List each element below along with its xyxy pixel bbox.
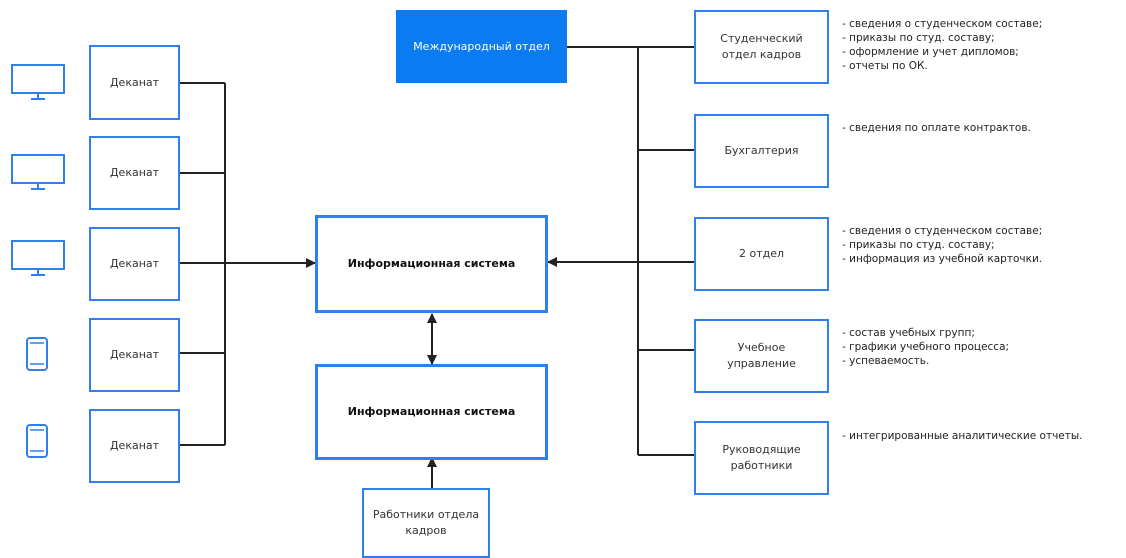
international-dept-box: Международный отдел [396,10,567,83]
note-item: - информация из учебной карточки. [842,253,1043,265]
dekanat-box: Деканат [89,318,180,392]
unit-label: 2 отдел [738,247,785,260]
note-item: - приказы по студ. составу; [842,239,995,251]
unit-box: Студенческий отдел кадров [694,10,829,84]
tablet-icon [26,337,48,371]
unit-notes: - сведения по оплате контрактов. [842,121,1031,135]
note-item: - успеваемость. [842,355,930,367]
information-system-box: Информационная система [315,364,548,460]
unit-notes: - состав учебных групп; - графики учебно… [842,326,1009,368]
unit-box: Учебное управление [694,319,829,393]
monitor-icon [11,154,65,190]
dekanat-label: Деканат [109,257,160,270]
dekanat-box: Деканат [89,45,180,120]
unit-box: Руководящие работники [694,421,829,495]
unit-notes: - интегрированные аналитические отчеты. [842,429,1083,443]
intl-dept-label: Международный отдел [413,39,550,53]
note-item: - отчеты по ОК. [842,60,928,72]
monitor-icon [11,64,65,100]
dekanat-label: Деканат [109,348,160,361]
note-item: - состав учебных групп; [842,327,975,339]
unit-label: Руководящие работники [722,443,801,472]
monitor-icon [11,240,65,276]
unit-box: 2 отдел [694,217,829,291]
note-item: - оформление и учет дипломов; [842,46,1019,58]
dekanat-label: Деканат [109,439,160,452]
note-item: - сведения о студенческом составе; [842,18,1043,30]
note-item: - приказы по студ. составу; [842,32,995,44]
note-item: - интегрированные аналитические отчеты. [842,430,1083,442]
information-system-box: Информационная система [315,215,548,313]
unit-notes: - сведения о студенческом составе; - при… [842,224,1042,266]
unit-notes: - сведения о студенческом составе; - при… [842,17,1042,73]
dekanat-label: Деканат [109,166,160,179]
note-item: - графики учебного процесса; [842,341,1010,353]
is-label: Информационная система [347,257,516,270]
is-label: Информационная система [347,405,516,418]
dekanat-box: Деканат [89,227,180,301]
unit-label: Бухгалтерия [724,144,799,157]
dekanat-label: Деканат [109,75,160,89]
unit-label: Студенческий отдел кадров [720,32,803,61]
note-item: - сведения по оплате контрактов. [842,122,1031,134]
unit-box: Бухгалтерия [694,114,829,188]
tablet-icon [26,424,48,458]
dekanat-box: Деканат [89,409,180,483]
hr-staff-box: Работники отдела кадров [362,488,490,558]
dekanat-box: Деканат [89,136,180,210]
note-item: - сведения о студенческом составе; [842,225,1043,237]
hr-staff-label: Работники отдела кадров [372,508,480,537]
unit-label: Учебное управление [727,341,796,370]
